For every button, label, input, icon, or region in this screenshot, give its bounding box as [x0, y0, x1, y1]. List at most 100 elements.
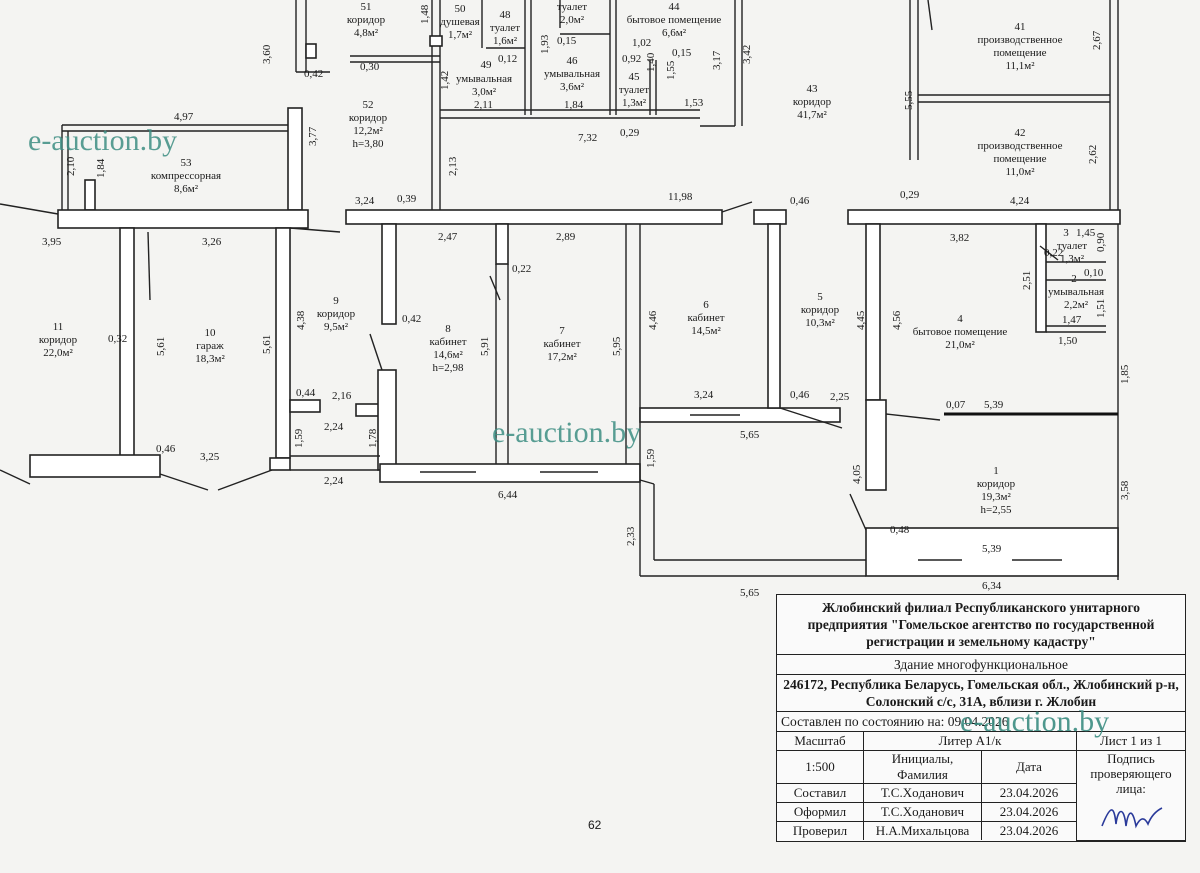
- address: 246172, Республика Беларусь, Гомельская …: [777, 675, 1185, 712]
- signature-icon: [1101, 807, 1163, 829]
- room-44-area: 6,6м²: [662, 27, 687, 39]
- room-2-num: 2: [1071, 273, 1077, 285]
- room-8-area: 14,6м²: [433, 349, 463, 361]
- dim-label: 3,60: [261, 44, 273, 64]
- dim-label: 0,46: [790, 389, 810, 401]
- room-53-num: 53: [181, 157, 193, 169]
- room-3-area: 1,3м²: [1060, 253, 1085, 265]
- room-2-name: умывальная: [1048, 286, 1104, 298]
- dim-label: 2,47: [438, 231, 458, 243]
- dim-label: 0,12: [498, 53, 517, 65]
- room-49-name: умывальная: [456, 73, 512, 85]
- room-3-name: туалет: [1057, 240, 1087, 252]
- dim-label: 1,59: [293, 428, 305, 448]
- dim-label: 6,34: [982, 580, 1002, 592]
- dim-label: 5,65: [740, 429, 760, 441]
- room-10-num: 10: [205, 327, 217, 339]
- room-6-area: 14,5м²: [691, 325, 721, 337]
- dim-label: 0,29: [620, 127, 640, 139]
- dim-label: 2,25: [830, 391, 850, 403]
- room-43-num: 43: [807, 83, 819, 95]
- room-45-name: туалет: [619, 84, 649, 96]
- row-role: Проверил: [777, 821, 864, 840]
- room-43-area: 41,7м²: [797, 109, 827, 121]
- room-42-num: 42: [1015, 127, 1026, 139]
- room-52-height: h=3,80: [353, 138, 384, 150]
- col-name-header: Инициалы, Фамилия: [863, 750, 982, 784]
- watermark-top-left: e-auction.by: [28, 124, 177, 157]
- room-53-name: компрессорная: [151, 170, 221, 182]
- dim-label: 0,42: [402, 313, 421, 325]
- room-5-name: коридор: [801, 304, 840, 316]
- dim-label: 3,42: [741, 45, 753, 64]
- dim-label: 0,90: [1095, 232, 1107, 252]
- dim-label: 5,91: [479, 337, 491, 356]
- room-41-area: 11,1м²: [1005, 60, 1035, 72]
- room-50-area: 1,7м²: [448, 29, 473, 41]
- dim-label: 3,58: [1119, 480, 1131, 500]
- state-date: Составлен по состоянию на: 09.04.2026: [777, 712, 1185, 732]
- room-52-name: коридор: [349, 112, 388, 124]
- room-4-name: бытовое помещение: [913, 326, 1008, 338]
- title-block: Жлобинский филиал Республиканского унита…: [776, 594, 1186, 842]
- scale-value: 1:500: [777, 750, 864, 784]
- dim-label: 0,07: [946, 399, 966, 411]
- row-role: Составил: [777, 783, 864, 803]
- dim-label: 3,17: [711, 50, 723, 70]
- room-4-num: 4: [957, 313, 963, 325]
- dim-label: 0,46: [156, 443, 176, 455]
- room-1-num: 1: [993, 465, 999, 477]
- dim-label: 5,39: [984, 399, 1004, 411]
- room-45-num: 45: [629, 71, 641, 83]
- walls: [0, 0, 1121, 580]
- dim-label: 3,77: [307, 126, 319, 146]
- dim-label: 3,95: [42, 236, 62, 248]
- dim-label: 0,22: [1044, 247, 1063, 259]
- dim-label: 5,39: [982, 543, 1002, 555]
- room-2-area: 2,2м²: [1064, 299, 1089, 311]
- dim-label: 1,42: [439, 71, 451, 90]
- dim-label: 7,32: [578, 132, 597, 144]
- dim-label: 5,61: [261, 335, 273, 354]
- room-10-name: гараж: [196, 340, 224, 352]
- room-44-num: 44: [669, 1, 681, 13]
- room-48-area: 1,6м²: [493, 35, 518, 47]
- room-42-name-2: помещение: [993, 153, 1046, 165]
- dim-label: 2,10: [65, 156, 77, 176]
- room-3-num: 3: [1063, 227, 1069, 239]
- dim-label: 1,59: [645, 448, 657, 468]
- room-5-num: 5: [817, 291, 823, 303]
- room-49-area: 3,0м²: [472, 86, 497, 98]
- dim-label: 4,24: [1010, 195, 1030, 207]
- dimension-labels: 3,60 0,42 0,30 1,48 0,12 1,93 0,15 1,02 …: [42, 4, 1131, 599]
- room-51-area: 4,8м²: [354, 27, 379, 39]
- dim-label: 2,67: [1091, 30, 1103, 50]
- row-date: 23.04.2026: [981, 802, 1077, 822]
- room-6-name: кабинет: [687, 312, 724, 324]
- room-9-area: 9,5м²: [324, 321, 349, 333]
- room-50-name: душевая: [440, 16, 479, 28]
- dim-label: 1,47: [1062, 314, 1082, 326]
- dim-label: 0,44: [296, 387, 316, 399]
- room-45-area: 1,3м²: [622, 97, 647, 109]
- room-8-height: h=2,98: [433, 362, 464, 374]
- dim-label: 0,15: [672, 47, 692, 59]
- room-7-name: кабинет: [543, 338, 580, 350]
- dim-label: 4,97: [174, 111, 194, 123]
- room-8-num: 8: [445, 323, 451, 335]
- page-number: 62: [588, 818, 602, 832]
- dim-label: 5,65: [740, 587, 760, 599]
- dim-label: 1,53: [684, 97, 704, 109]
- room-11-num: 11: [53, 321, 64, 333]
- room-7-num: 7: [559, 325, 565, 337]
- room-50-num: 50: [455, 3, 467, 15]
- room-46-num: 46: [567, 55, 579, 67]
- watermark-center: e-auction.by: [492, 416, 641, 449]
- room-46-area: 3,6м²: [560, 81, 585, 93]
- dim-label: 1,84: [564, 99, 584, 111]
- dim-label: 1,85: [1119, 364, 1131, 384]
- room-47-name: туалет: [557, 1, 587, 13]
- room-51-name: коридор: [347, 14, 386, 26]
- room-10-area: 18,3м²: [195, 353, 225, 365]
